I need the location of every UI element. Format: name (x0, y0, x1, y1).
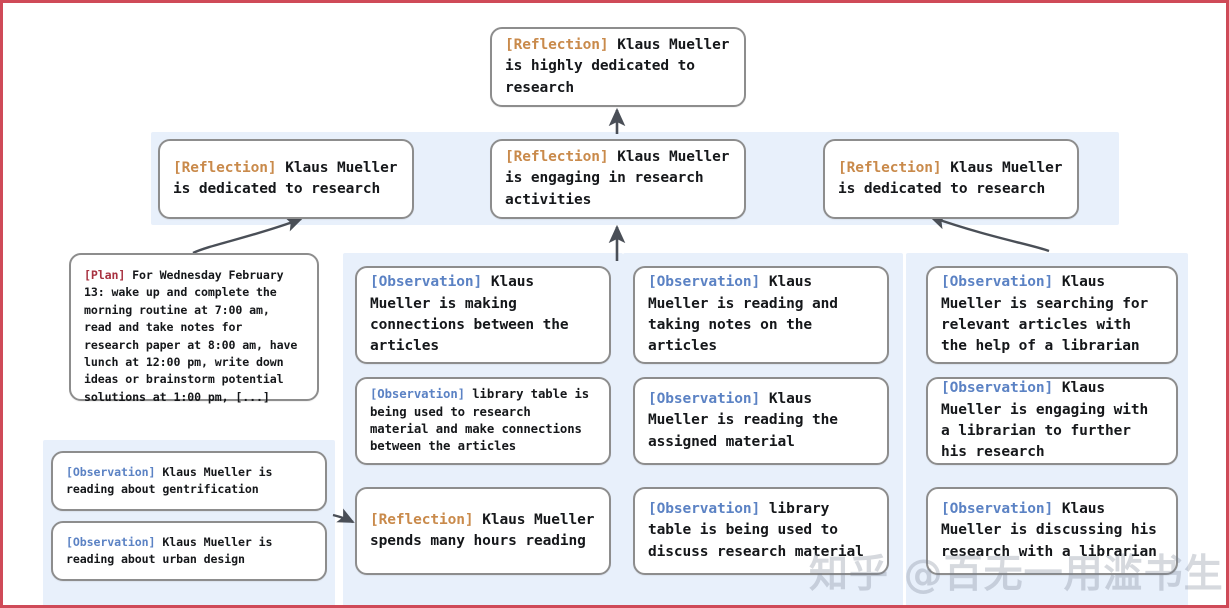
node-mid-left-1[interactable]: [Observation] Klaus Mueller is making co… (355, 266, 611, 364)
node-text: [Reflection] Klaus Mueller is dedicated … (173, 158, 399, 201)
tag-observation: [Observation] (941, 501, 1054, 518)
node-body: Klaus Mueller is reading about gentrific… (66, 464, 273, 496)
node-text: [Observation] library table is being use… (370, 386, 596, 456)
node-body: Klaus Mueller is discussing his research… (941, 501, 1157, 560)
tag-observation: [Observation] (370, 387, 465, 402)
node-left-observation-2[interactable]: [Observation] Klaus Mueller is reading a… (51, 521, 327, 581)
node-body: Klaus Mueller is highly dedicated to res… (505, 37, 730, 96)
tag-observation: [Observation] (648, 274, 761, 291)
tag-plan: [Plan] (84, 268, 126, 282)
tag-observation: [Observation] (941, 274, 1054, 291)
node-body: Klaus Mueller is dedicated to research (838, 159, 1063, 197)
node-top-reflection[interactable]: [Reflection] Klaus Mueller is highly ded… (490, 27, 746, 107)
node-reflection-2[interactable]: [Reflection] Klaus Mueller is engaging i… (490, 139, 746, 219)
node-text: [Observation] Klaus Mueller is searching… (941, 272, 1163, 357)
node-right-2[interactable]: [Observation] Klaus Mueller is engaging … (926, 377, 1178, 465)
tag-observation: [Observation] (66, 534, 156, 549)
node-right-1[interactable]: [Observation] Klaus Mueller is searching… (926, 266, 1178, 364)
node-body: For Wednesday February 13: wake up and c… (84, 268, 298, 404)
node-text: [Observation] Klaus Mueller is engaging … (941, 378, 1163, 463)
node-text: [Observation] Klaus Mueller is reading a… (66, 534, 312, 569)
node-body: Klaus Mueller is reading about urban des… (66, 534, 273, 566)
node-mid-left-3[interactable]: [Reflection] Klaus Mueller spends many h… (355, 487, 611, 575)
node-body: Klaus Mueller is engaging with a librari… (941, 380, 1149, 461)
node-text: [Reflection] Klaus Mueller is engaging i… (505, 147, 731, 211)
node-body: Klaus Mueller is searching for relevant … (941, 274, 1149, 355)
node-text: [Observation] library table is being use… (648, 499, 874, 563)
node-text: [Observation] Klaus Mueller is reading a… (66, 464, 312, 499)
node-body: Klaus Mueller is reading the assigned ma… (648, 391, 838, 450)
node-right-3[interactable]: [Observation] Klaus Mueller is discussin… (926, 487, 1178, 575)
tag-reflection: [Reflection] (505, 149, 609, 166)
node-text: [Observation] Klaus Mueller is discussin… (941, 499, 1163, 563)
node-left-observation-1[interactable]: [Observation] Klaus Mueller is reading a… (51, 451, 327, 511)
node-reflection-1[interactable]: [Reflection] Klaus Mueller is dedicated … (158, 139, 414, 219)
tag-reflection: [Reflection] (505, 37, 609, 54)
tag-reflection: [Reflection] (173, 159, 277, 176)
tag-reflection: [Reflection] (370, 511, 474, 528)
tag-reflection: [Reflection] (838, 159, 942, 176)
node-mid-right-3[interactable]: [Observation] library table is being use… (633, 487, 889, 575)
node-mid-right-2[interactable]: [Observation] Klaus Mueller is reading t… (633, 377, 889, 465)
node-text: [Reflection] Klaus Mueller is highly ded… (505, 35, 731, 99)
node-reflection-3[interactable]: [Reflection] Klaus Mueller is dedicated … (823, 139, 1079, 219)
node-body: library table is being used to research … (370, 387, 590, 454)
node-plan[interactable]: [Plan] For Wednesday February 13: wake u… (69, 253, 319, 404)
tag-observation: [Observation] (370, 274, 483, 291)
node-body: library table is being used to discuss r… (648, 501, 864, 560)
node-text: [Plan] For Wednesday February 13: wake u… (84, 267, 304, 406)
tag-observation: [Observation] (66, 464, 156, 479)
tag-observation: [Observation] (941, 380, 1054, 397)
node-text: [Reflection] Klaus Mueller is dedicated … (838, 158, 1064, 201)
node-body: Klaus Mueller is making connections betw… (370, 274, 569, 355)
node-body: Klaus Mueller is dedicated to research (173, 159, 398, 197)
tag-observation: [Observation] (648, 501, 761, 518)
node-text: [Observation] Klaus Mueller is reading t… (648, 389, 874, 453)
node-text: [Observation] Klaus Mueller is making co… (370, 272, 596, 357)
node-body: Klaus Mueller is reading and taking note… (648, 274, 838, 355)
node-body: Klaus Mueller is engaging in research ac… (505, 149, 730, 208)
node-text: [Observation] Klaus Mueller is reading a… (648, 272, 874, 357)
node-mid-left-2[interactable]: [Observation] library table is being use… (355, 377, 611, 465)
node-mid-right-1[interactable]: [Observation] Klaus Mueller is reading a… (633, 266, 889, 364)
node-text: [Reflection] Klaus Mueller spends many h… (370, 510, 596, 553)
node-body: Klaus Mueller spends many hours reading (370, 511, 595, 549)
tag-observation: [Observation] (648, 391, 761, 408)
